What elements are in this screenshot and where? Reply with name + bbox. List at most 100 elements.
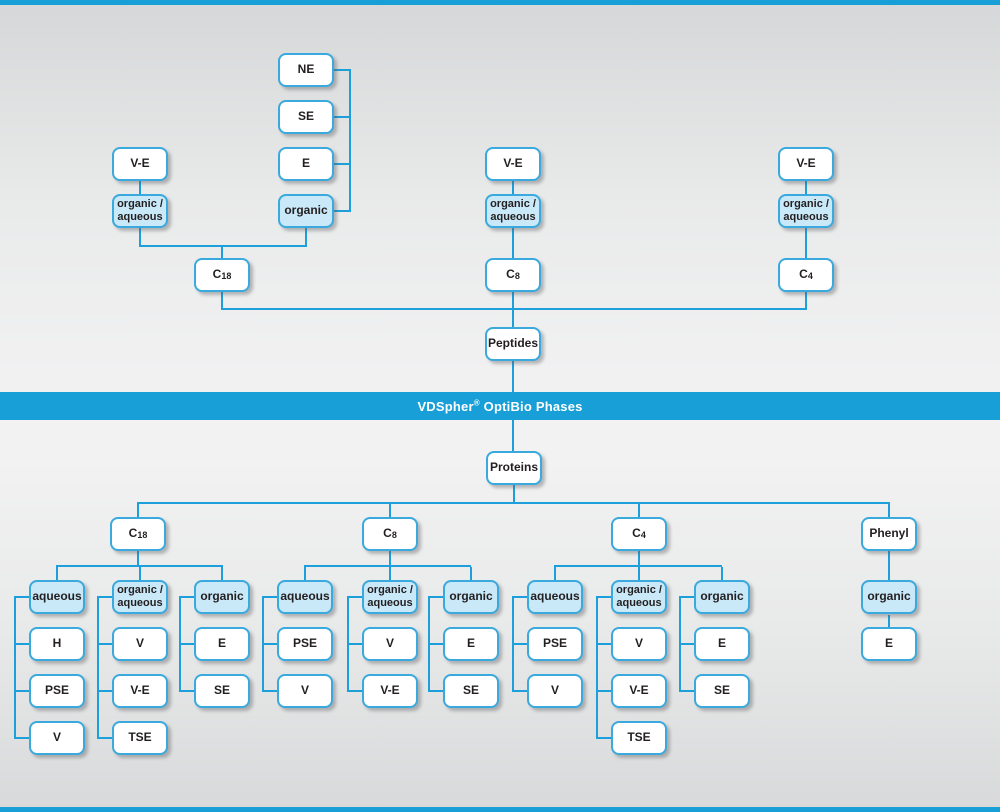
connector-line — [139, 567, 141, 580]
node-label: C — [212, 267, 222, 282]
connector-line — [512, 181, 514, 195]
node-proteins-c18-orgaq-v: V — [112, 627, 168, 661]
connector-line — [304, 567, 306, 580]
node-proteins-c8-organic-e: E — [443, 627, 499, 661]
connector-line — [888, 504, 890, 517]
connector-line — [805, 292, 807, 308]
connector-line — [179, 690, 194, 692]
node-proteins-c8-orgaq-v: V — [362, 627, 418, 661]
node-proteins-c4-orgaq: organic / aqueous — [611, 580, 667, 614]
node-peptides-ne: NE — [278, 53, 334, 87]
connector-line — [512, 690, 527, 692]
node-proteins-c4-aqueous: aqueous — [527, 580, 583, 614]
node-proteins-c18-aqueous-v: V — [29, 721, 85, 755]
connector-line — [137, 502, 890, 504]
connector-line — [512, 228, 514, 258]
connector-line — [512, 420, 514, 451]
connector-line — [334, 210, 351, 212]
connector-line — [349, 69, 351, 212]
connector-line — [97, 643, 112, 645]
node-proteins-c4-aqueous-pse: PSE — [527, 627, 583, 661]
connector-line — [14, 643, 29, 645]
connector-line — [470, 567, 472, 580]
connector-line — [389, 567, 391, 580]
connector-line — [679, 596, 694, 598]
connector-line — [139, 245, 307, 247]
connector-line — [596, 596, 598, 739]
connector-line — [14, 596, 29, 598]
connector-line — [97, 737, 112, 739]
node-label: C — [799, 267, 808, 282]
node-label: C — [506, 267, 515, 282]
connector-line — [305, 228, 307, 247]
connector-line — [334, 69, 351, 71]
connector-line — [596, 643, 611, 645]
node-peptides-c4-ve: V-E — [778, 147, 834, 181]
connector-line — [221, 308, 807, 310]
node-proteins-c4-organic-se: SE — [694, 674, 750, 708]
node-proteins-phenyl: Phenyl — [861, 517, 917, 551]
node-label-subscript: 18 — [221, 270, 232, 281]
connector-line — [14, 737, 29, 739]
node-proteins-c4-orgaq-ve: V-E — [611, 674, 667, 708]
connector-line — [428, 643, 443, 645]
connector-line — [139, 181, 141, 195]
node-peptides-e: E — [278, 147, 334, 181]
connector-line — [14, 596, 16, 739]
node-proteins-c18-organic-e: E — [194, 627, 250, 661]
node-proteins-c4-orgaq-v: V — [611, 627, 667, 661]
connector-line — [428, 690, 443, 692]
connector-line — [554, 565, 722, 567]
connector-line — [679, 690, 694, 692]
node-label: C — [128, 526, 138, 541]
connector-line — [554, 567, 556, 580]
connector-line — [262, 643, 277, 645]
connector-line — [97, 596, 112, 598]
connector-line — [638, 504, 640, 517]
connector-line — [137, 551, 139, 565]
connector-line — [347, 643, 362, 645]
node-label: C — [383, 526, 392, 541]
connector-line — [262, 596, 277, 598]
connector-line — [389, 504, 391, 517]
connector-line — [137, 504, 139, 517]
node-proteins-c18-orgaq-ve: V-E — [112, 674, 168, 708]
connector-line — [179, 596, 194, 598]
node-proteins-c18-aqueous: aqueous — [29, 580, 85, 614]
connector-line — [97, 596, 99, 739]
connector-line — [888, 551, 890, 580]
connector-line — [334, 163, 351, 165]
connector-line — [888, 615, 890, 627]
node-proteins-c8-aqueous: aqueous — [277, 580, 333, 614]
connector-line — [304, 565, 471, 567]
node-peptides-c8-ve: V-E — [485, 147, 541, 181]
connector-line — [221, 292, 223, 308]
node-proteins-c8-organic: organic — [443, 580, 499, 614]
top-accent-bar — [0, 0, 1000, 5]
node-peptides-root: Peptides — [485, 327, 541, 361]
node-label-subscript: 18 — [137, 529, 148, 540]
connector-line — [721, 567, 723, 580]
node-proteins-c18-orgaq-tse: TSE — [112, 721, 168, 755]
node-proteins-root: Proteins — [486, 451, 542, 485]
node-label-subscript: 4 — [640, 529, 646, 540]
connector-line — [179, 643, 194, 645]
connector-line — [596, 690, 611, 692]
node-label-subscript: 4 — [807, 270, 813, 281]
connector-line — [14, 690, 29, 692]
node-proteins-c18-organic-se: SE — [194, 674, 250, 708]
node-proteins-c18-aqueous-h: H — [29, 627, 85, 661]
node-proteins-c8-aqueous-pse: PSE — [277, 627, 333, 661]
connector-line — [805, 181, 807, 195]
node-peptides-c18-ve: V-E — [112, 147, 168, 181]
node-peptides-c18-orgaq: organic / aqueous — [112, 194, 168, 228]
node-proteins-c18-aqueous-pse: PSE — [29, 674, 85, 708]
banner-text: VDSpher® OptiBio Phases — [417, 398, 583, 414]
node-proteins-c18-orgaq: organic / aqueous — [112, 580, 168, 614]
bottom-accent-bar — [0, 807, 1000, 812]
